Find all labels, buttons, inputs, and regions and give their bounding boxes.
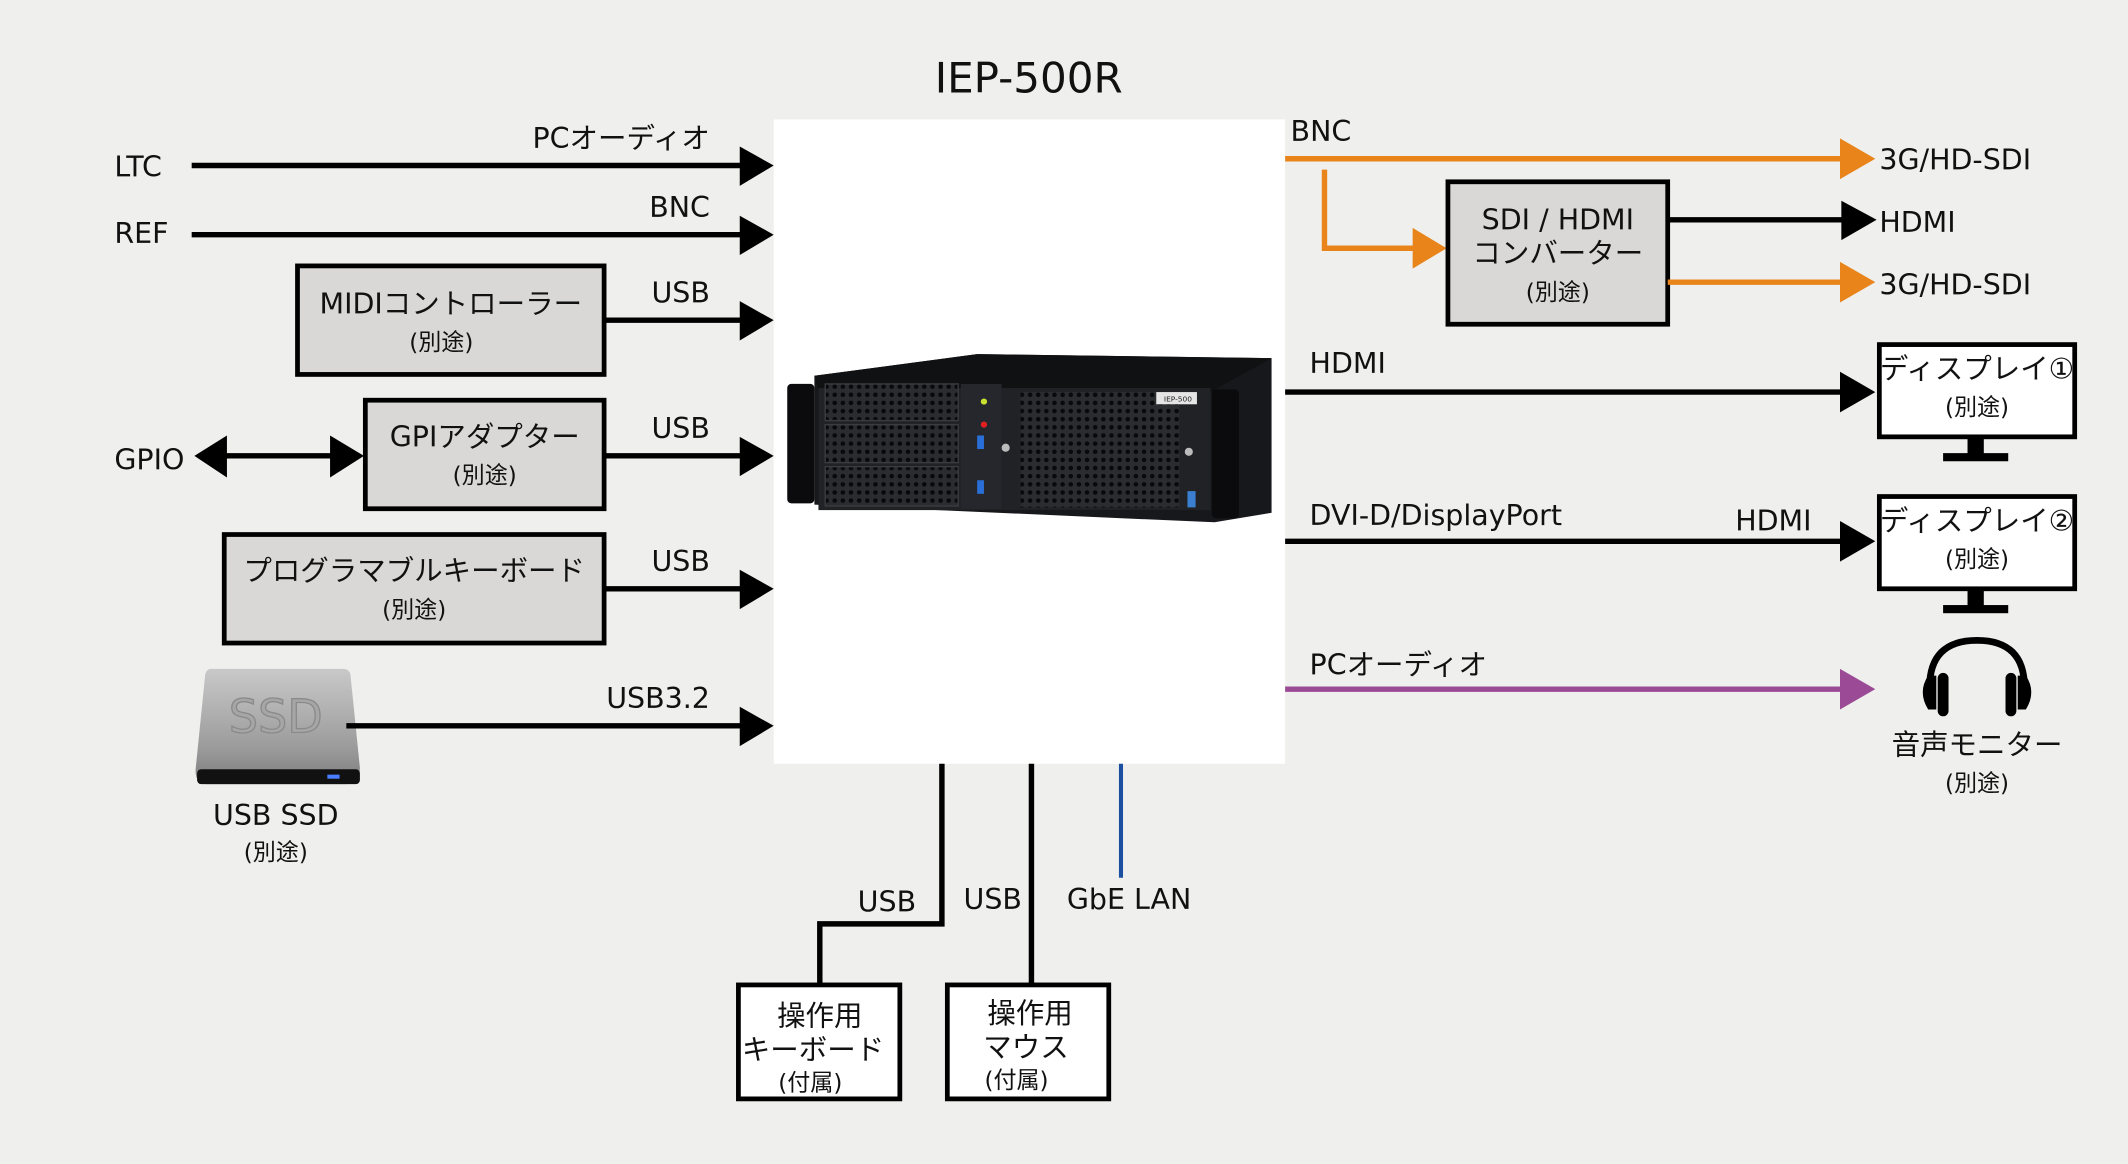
converter-note: (別途) [1526,280,1590,306]
thumbscrew-left [1001,443,1010,452]
display2-label: ディスプレイ② [1880,504,2074,537]
midi-controller-note: (別途) [409,330,473,356]
gpi-adapter-box [362,397,607,512]
usb-ssd-note: (別途) [244,840,308,866]
ref-connector-label: BNC [649,191,710,224]
converter-sdi-label: 3G/HD-SDI [1879,268,2031,301]
sdi-output-1-label: 3G/HD-SDI [1879,144,2031,177]
keyboard-label-line2: キーボード [742,1034,884,1067]
keyboard-note: (付属) [778,1071,842,1097]
bnc-converter-line [1321,169,1419,251]
usb-ssd-label: USB SSD [213,799,339,832]
rack-server-chassis-image: IEP-500 [787,354,1272,523]
converter-hdmi-arrow [1841,200,1877,241]
programmable-keyboard-note: (別途) [382,597,446,623]
drive-bay-1 [824,383,959,422]
display1-note: (別途) [1945,395,2009,421]
converter-label-line1: SDI / HDMI [1482,203,1634,236]
midi-connector-label: USB [651,277,709,310]
ltc-label: LTC [114,150,162,183]
operation-mouse-box [944,982,1112,1102]
model-badge [1156,392,1197,405]
audio-connector-label: PCオーディオ [1310,648,1487,681]
ssd-icon-text: SSD [229,690,323,744]
ssd-icon: SSD [195,668,360,785]
programmable-keyboard-label: プログラマブルキーボード [243,555,585,588]
midi-arrow [739,301,774,341]
converter-sdi-arrow [1840,261,1876,303]
mouse-note: (付属) [984,1068,1048,1094]
ltc-arrow [739,146,774,186]
device-title: IEP-500R [935,53,1123,102]
model-badge-text: IEP-500 [1164,395,1192,404]
audio-arrow [1840,668,1876,710]
display2-connector-label: DVI-D/DisplayPort [1310,499,1562,532]
mouse-connector-label: USB [963,883,1021,916]
power-led [980,421,988,428]
bnc-sdi-arrow [1840,138,1876,180]
converter-label-line2: コンバーター [1472,237,1643,270]
bnc-output-label: BNC [1291,115,1352,148]
midi-controller-box [295,263,607,377]
display1-monitor-icon [1876,342,2078,462]
display2-target-connector-label: HDMI [1735,504,1811,537]
gpi-connector-label: USB [651,412,709,445]
midi-controller-label: MIDIコントローラー [320,287,583,320]
converter-hdmi-label: HDMI [1879,206,1955,239]
keyboard-connector-label: USB [858,886,916,919]
display1-connector-label: HDMI [1310,347,1386,380]
operation-keyboard-box [736,982,903,1102]
usb-ssd-connector-label: USB3.2 [606,682,710,715]
usb-port-1 [977,435,984,450]
gpio-arrow-left [194,435,227,478]
drive-bay-2 [824,423,959,464]
ltc-connector-label: PCオーディオ [533,122,710,155]
mouse-label-line2: マウス [983,1031,1068,1064]
ref-label: REF [114,217,168,250]
keyboard-line [817,763,945,985]
programmable-keyboard-connector-label: USB [651,545,709,578]
keyboard-label-line1: 操作用 [777,1000,862,1033]
gpi-adapter-note: (別途) [453,463,517,489]
gpi-adapter-label: GPIアダプター [390,420,580,453]
ref-arrow [739,215,774,256]
sdi-hdmi-converter-box [1445,179,1671,327]
display2-note: (別途) [1945,547,2009,573]
right-handle [1211,389,1240,519]
front-mesh [1020,392,1180,508]
gpio-label: GPIO [114,443,184,476]
audio-monitor-note: (別途) [1945,771,2009,797]
display2-arrow [1840,520,1876,562]
display1-label: ディスプレイ① [1880,353,2074,386]
display1-arrow [1840,371,1876,413]
thumbscrew-right [1184,447,1193,456]
mouse-label-line1: 操作用 [987,997,1072,1030]
drive-bay-3 [824,466,959,507]
usb-port-2 [977,480,984,494]
bnc-converter-arrow [1412,227,1447,269]
display2-monitor-icon [1876,494,2078,614]
left-handle [787,383,815,504]
hdd-led [980,398,988,405]
programmable-keyboard-arrow [739,569,774,610]
audio-monitor-label: 音声モニター [1892,728,2063,761]
headphones-icon [1922,636,2032,717]
gpio-arrow-right [330,435,364,478]
lan-label: GbE LAN [1067,883,1191,916]
programmable-keyboard-box [221,532,607,646]
intel-sticker [1187,491,1196,508]
gpi-arrow [739,436,774,477]
usb-ssd-arrow [739,706,774,747]
